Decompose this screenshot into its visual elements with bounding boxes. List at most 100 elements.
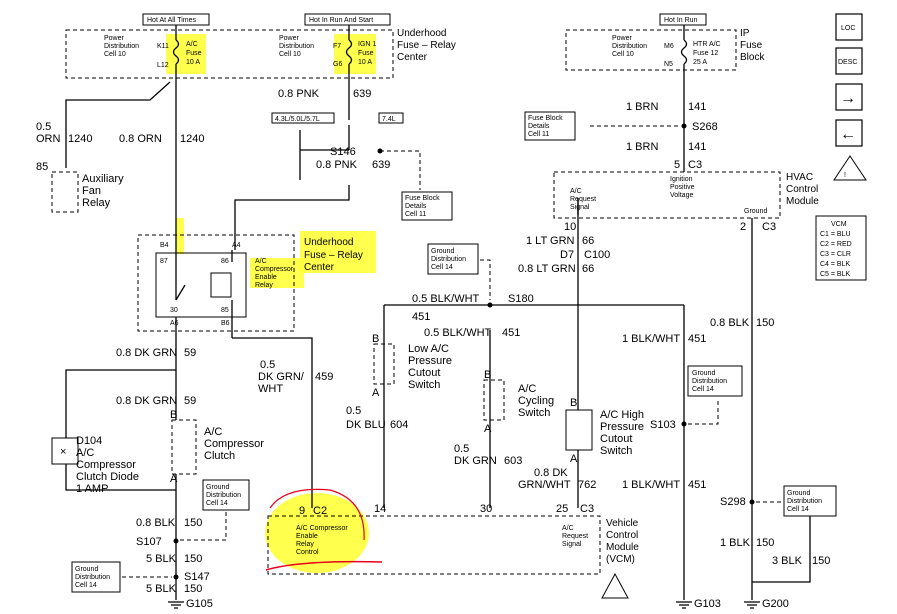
hot-in-run-start-box: [304, 13, 391, 26]
s103-dot: [681, 421, 687, 427]
vcm-legend-row-2: C2 = RED: [820, 241, 852, 248]
s107-dot: [173, 538, 179, 544]
switch-section: 0.5 BLK/WHT S180 451 0.5 BLK/WHT 451 B A…: [346, 198, 684, 508]
s107-label: S107: [136, 536, 162, 548]
w-762-3: 762: [578, 479, 596, 491]
ground-dist-4-box: [687, 365, 743, 397]
gd4-lead: [688, 398, 719, 425]
pin-m6: M6: [664, 43, 674, 50]
hvac-title-3: Module: [786, 196, 819, 207]
relay-pin-30: 30: [170, 307, 178, 314]
w-5blk-a-1: 5 BLK: [146, 553, 177, 565]
ip-title-1: IP: [740, 28, 750, 39]
hvac-ign-3: Voltage: [670, 192, 693, 199]
highlight-relay-center: [300, 231, 376, 273]
vcm-title-3: Module: [606, 542, 639, 553]
clutch-1: A/C: [204, 426, 222, 438]
vcm-legend-row-4: C4 = BLK: [820, 261, 850, 268]
pin-n5: N5: [664, 61, 673, 68]
gd1-2: Distribution: [206, 492, 241, 499]
gd1-3: Cell 14: [206, 500, 228, 507]
ip-fuse-outline: [565, 29, 737, 71]
vcm-module: 9 C2 A/C Compressor Enable Relay Control…: [265, 488, 639, 599]
highlight-relay-feed: [176, 218, 184, 254]
w-08blk-right-2: 150: [756, 317, 774, 329]
fbd2-2: Details: [528, 123, 550, 130]
fuse-block-details-1-box: [401, 191, 453, 221]
w-05-orn-3: 1240: [68, 133, 92, 145]
w-dkgrn603-3: 603: [504, 455, 522, 467]
relay-name-3: Enable: [255, 274, 277, 281]
w-pnk-top-1: 0.8 PNK: [278, 88, 320, 100]
loc-button[interactable]: LOC: [835, 13, 863, 41]
gd2-2: Distribution: [75, 574, 110, 581]
w-dkblu-1: 0.5: [346, 405, 361, 417]
hvac-req-2: Request: [570, 196, 596, 203]
clutch-2: Compressor: [204, 438, 264, 450]
underhood-title-1: Underhood: [397, 28, 446, 39]
underhood-fuse-box: Hot At All Times Hot In Run And Start Po…: [65, 13, 456, 79]
vcm-req-2: Request: [562, 533, 588, 540]
w-dkblu-3: 604: [390, 419, 408, 431]
w-762-1: 0.8 DK: [534, 467, 568, 479]
ground-dist-5-box: [783, 485, 837, 517]
wire-right-grounds: [683, 218, 753, 600]
s103-label: S103: [650, 419, 676, 431]
pd-left-1: Power: [104, 35, 125, 42]
w-dkgrn603-1: 0.5: [454, 443, 469, 455]
pin-k11: K11: [157, 43, 169, 50]
relay-center-outline: [137, 234, 295, 332]
vcm-relay-ctrl-1: A/C Compressor: [296, 525, 348, 532]
s268-dot: [681, 123, 687, 129]
highlight-relay-name: [250, 258, 304, 288]
next-page-button[interactable]: →: [835, 83, 863, 111]
pd-left-2: Distribution: [104, 43, 139, 50]
high-switch-box: [565, 409, 593, 451]
esd-warning-icon: [601, 572, 629, 599]
vcm-legend-row-5: C5 = BLK: [820, 271, 850, 278]
high-pin-b: B: [570, 397, 577, 409]
engine-74-box: [378, 112, 404, 124]
s298-label: S298: [720, 496, 746, 508]
diode-2: A/C: [76, 447, 94, 459]
diode-1: D104: [76, 435, 102, 447]
desc-button[interactable]: DESC: [835, 47, 863, 75]
pd-left-3: Cell 10: [104, 51, 126, 58]
w-459-4: WHT: [258, 383, 283, 395]
high-4: Switch: [600, 445, 632, 457]
diode-4: Clutch Diode: [76, 471, 139, 483]
prev-page-button[interactable]: ←: [835, 119, 863, 147]
red-annotation-circle: [269, 488, 365, 541]
engine-74: 7.4L: [382, 116, 396, 123]
ac-fuse-symbol: [172, 25, 180, 78]
ground-dist-3-box: [427, 243, 479, 275]
high-3: Cutout: [600, 433, 632, 445]
w-blk150-1: 0.8 BLK: [136, 517, 176, 529]
vcm-legend-row-3: C3 = CLR: [820, 251, 851, 258]
cyc-3: Switch: [518, 407, 550, 419]
high-2: Pressure: [600, 421, 644, 433]
w-05-orn-1: 0.5: [36, 121, 51, 133]
gd5-3: Cell 14: [787, 506, 809, 513]
aux-fan-relay-box: [51, 171, 79, 213]
pin-l12: L12: [157, 62, 169, 69]
low-4: Switch: [408, 379, 440, 391]
w-1blkwht-a-2: 451: [688, 333, 706, 345]
relay-pin-85: 85: [221, 307, 229, 314]
relay-pin-87: 87: [160, 258, 168, 265]
hot-in-run-start-label: Hot In Run And Start: [309, 17, 373, 24]
cycling-switch-box: [483, 379, 505, 421]
hot-in-run-label: Hot In Run: [664, 17, 698, 24]
s146-label: S146: [330, 146, 356, 158]
aux-fan-pin: 85: [36, 161, 48, 173]
gd4-3: Cell 14: [692, 386, 714, 393]
w-dkgrn59a-1: 0.8 DK GRN: [116, 347, 177, 359]
pin-25: 25: [556, 503, 568, 515]
vcm-outline: [267, 515, 601, 575]
highlight-marks: [166, 34, 376, 573]
w-459-1: 0.5: [260, 359, 275, 371]
relay-center-3: Center: [304, 262, 335, 273]
next-arrow-icon: →: [840, 90, 856, 107]
gd1-lead: [180, 512, 227, 541]
